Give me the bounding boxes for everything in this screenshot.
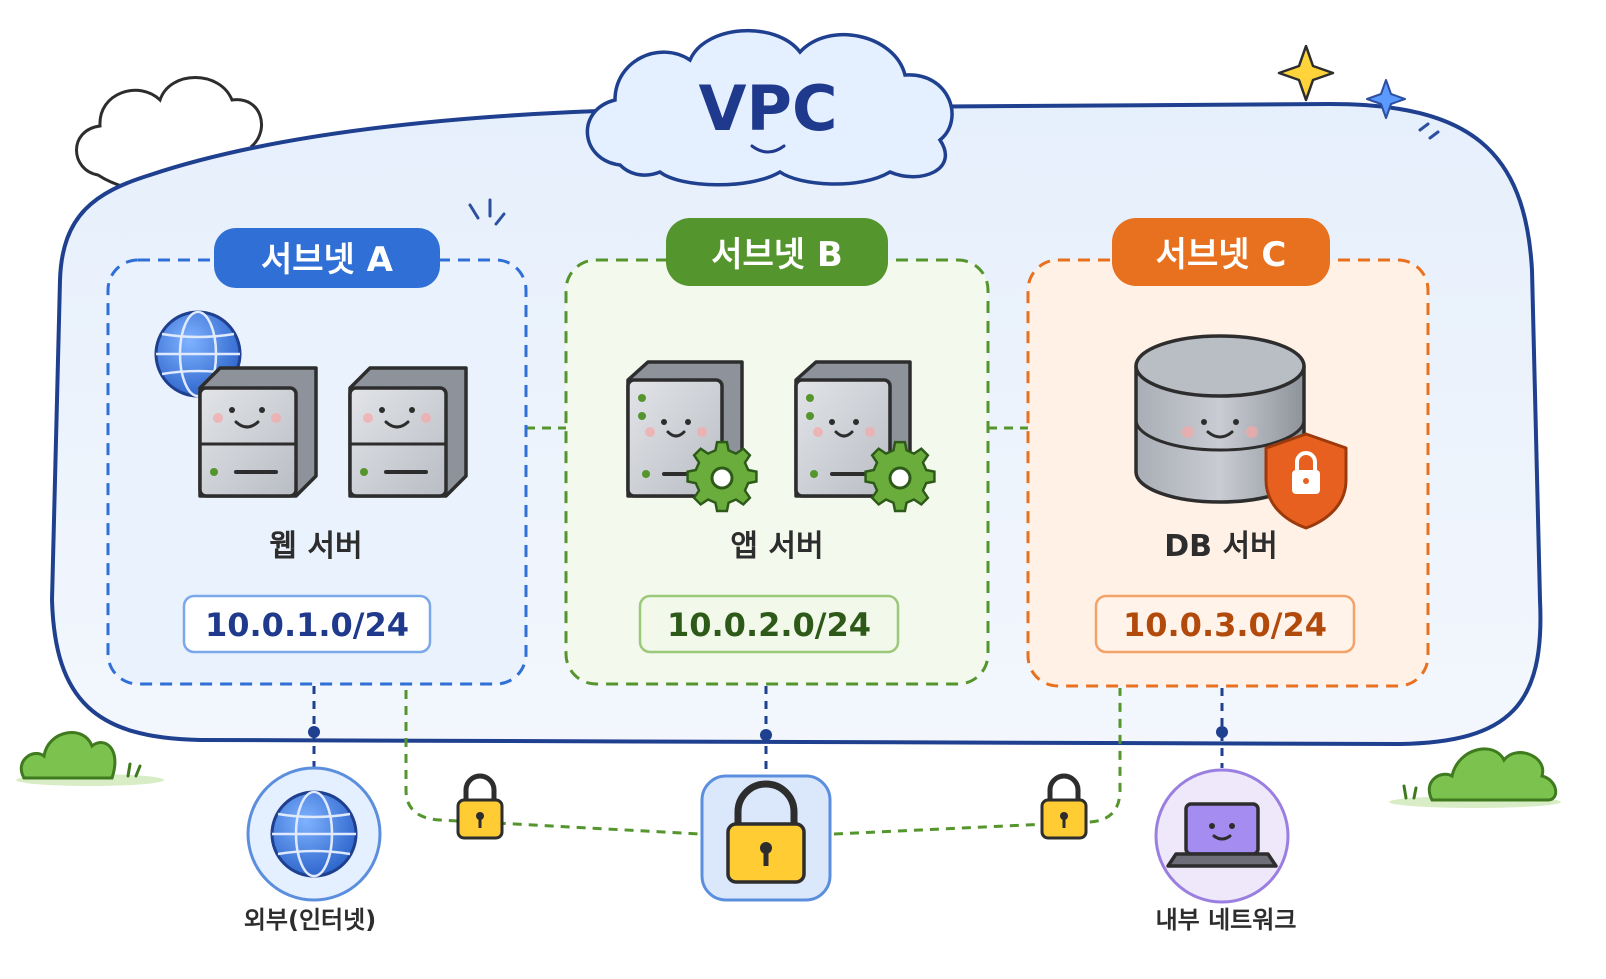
internet-node: 외부(인터넷) — [244, 766, 382, 934]
subnet-b-title: 서브넷 B — [711, 235, 843, 275]
smile-icon — [750, 144, 786, 154]
padlock-icon — [700, 774, 832, 902]
globe-icon — [270, 790, 358, 878]
laptop-icon — [1166, 802, 1278, 868]
gear-icon — [686, 440, 758, 513]
internet-label: 외부(인터넷) — [244, 906, 376, 934]
padlock-icon — [1040, 773, 1088, 840]
gear-icon — [864, 440, 936, 513]
network-links — [308, 686, 1228, 836]
internal-network-label: 내부 네트워크 — [1156, 906, 1297, 934]
subnet-a-title: 서브넷 A — [261, 240, 394, 280]
vpc-title-cloud: VPC — [585, 28, 954, 187]
internal-network-node: 내부 네트워크 — [1154, 768, 1297, 934]
app-server-label: 앱 서버 — [730, 529, 823, 564]
sparkle-icon — [468, 44, 1440, 226]
server-icon — [348, 366, 468, 498]
subnet-a: 서브넷 A 웹 서 — [106, 228, 528, 686]
database-icon — [1134, 334, 1306, 504]
padlock-icon — [456, 773, 504, 840]
subnet-c: 서브넷 C DB 서버 10.0.3.0/24 — [1026, 218, 1430, 688]
subnet-c-cidr: 10.0.3.0/24 — [1123, 606, 1327, 644]
subnet-b: 서브넷 B — [564, 218, 990, 686]
bush-icon — [16, 731, 164, 786]
server-icon — [198, 366, 318, 498]
subnet-b-cidr: 10.0.2.0/24 — [667, 606, 871, 644]
db-server-label: DB 서버 — [1164, 529, 1277, 564]
shield-lock-icon — [1264, 432, 1348, 530]
subnet-a-cidr: 10.0.1.0/24 — [205, 606, 409, 644]
subnet-c-title: 서브넷 C — [1156, 235, 1287, 275]
bush-icon — [1389, 747, 1561, 808]
web-server-label: 웹 서버 — [269, 529, 362, 564]
vpc-title: VPC — [699, 72, 838, 145]
